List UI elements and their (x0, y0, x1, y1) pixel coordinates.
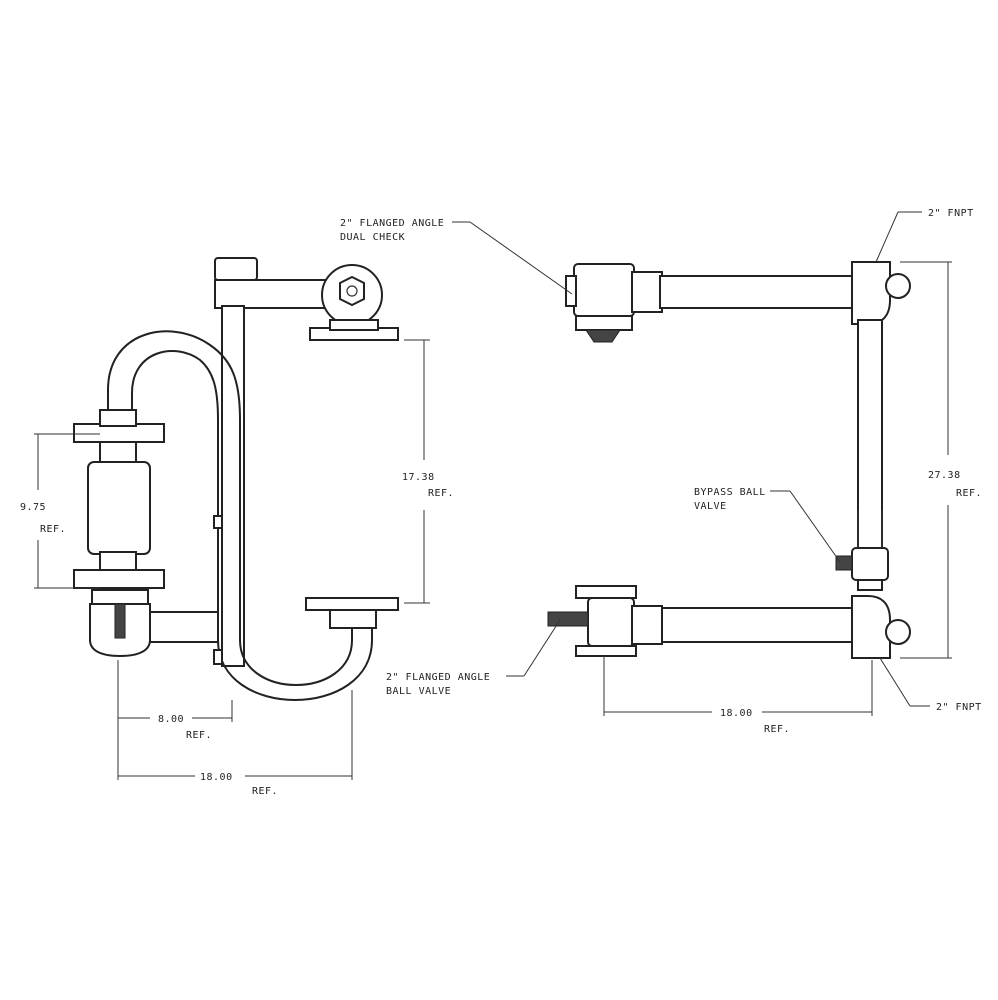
text-labels: 2" FLANGED ANGLE DUAL CHECK 2" FNPT BYPA… (20, 208, 982, 797)
right-dimensions (603, 261, 952, 716)
dim-8-00-ref: REF. (186, 730, 212, 741)
label-ball-valve-line1: 2" FLANGED ANGLE (386, 672, 490, 683)
bottom-horizontal-pipe (659, 607, 857, 643)
dual-check-valve (573, 263, 635, 317)
left-dimensions (34, 339, 430, 780)
top-valve-nut (339, 275, 365, 307)
dim-18-00-right: 18.00 (720, 708, 753, 719)
top-arm-pipe (214, 279, 331, 309)
dim-18-00-right-ref: REF. (764, 724, 790, 735)
right-assembly (547, 261, 911, 659)
right-vertical-pipe (857, 319, 883, 591)
strainer-body (87, 461, 151, 555)
top-elbow (851, 261, 891, 325)
dim-9-75: 9.75 (20, 502, 46, 513)
u-loop-lower (239, 612, 353, 686)
label-dual-check-line2: DUAL CHECK (340, 232, 405, 243)
flanged-ball-valve (587, 597, 635, 647)
bottom-elbow (851, 595, 891, 659)
dim-8-00: 8.00 (158, 714, 184, 725)
dim-18-00-left-ref: REF. (252, 786, 278, 797)
dim-27-38-ref: REF. (956, 488, 982, 499)
dim-27-38: 27.38 (928, 470, 961, 481)
label-bypass-line1: BYPASS BALL (694, 487, 766, 498)
lower-right-flange (305, 597, 399, 611)
dim-18-00-left: 18.00 (200, 772, 233, 783)
label-fnpt-bottom: 2" FNPT (936, 702, 982, 713)
dim-17-38-ref: REF. (428, 488, 454, 499)
dim-17-38: 17.38 (402, 472, 435, 483)
bypass-ball-valve (851, 547, 889, 581)
label-ball-valve-line2: BALL VALVE (386, 686, 451, 697)
label-dual-check-line1: 2" FLANGED ANGLE (340, 218, 444, 229)
dim-9-75-ref: REF. (40, 524, 66, 535)
label-fnpt-top: 2" FNPT (928, 208, 974, 219)
top-horizontal-pipe (659, 275, 857, 309)
lower-flange (73, 569, 165, 589)
top-cap (214, 257, 258, 281)
label-bypass-line2: VALVE (694, 501, 727, 512)
u-loop-upper (107, 330, 241, 640)
left-assembly (73, 257, 399, 701)
leader-lines (452, 211, 930, 707)
